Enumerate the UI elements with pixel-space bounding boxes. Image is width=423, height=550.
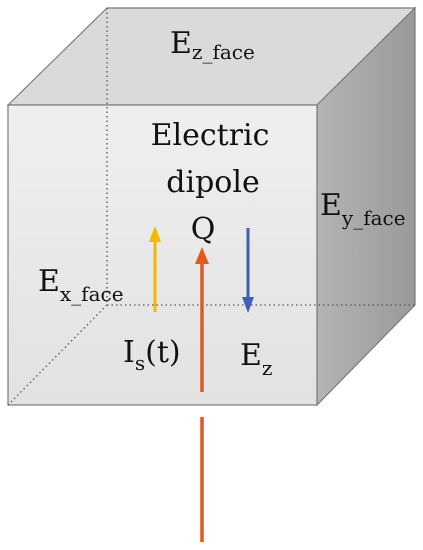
current-label: Is(t)	[123, 335, 181, 375]
dipole-title-line1: Electric	[151, 118, 270, 153]
field-arrow	[242, 228, 254, 313]
dipole-title-line2: dipole	[166, 165, 259, 200]
cube-front-face	[7, 104, 318, 406]
charge-label: Q	[191, 212, 216, 247]
z-face-label: Ez_face	[170, 26, 255, 64]
field-label: Ez	[240, 338, 272, 380]
dipole-arrow	[195, 247, 209, 392]
cube-hidden-edges	[7, 8, 415, 406]
x-face-label: Ex_face	[38, 264, 124, 306]
y-face-label: Ey_face	[320, 188, 406, 230]
current-arrow	[149, 226, 161, 312]
